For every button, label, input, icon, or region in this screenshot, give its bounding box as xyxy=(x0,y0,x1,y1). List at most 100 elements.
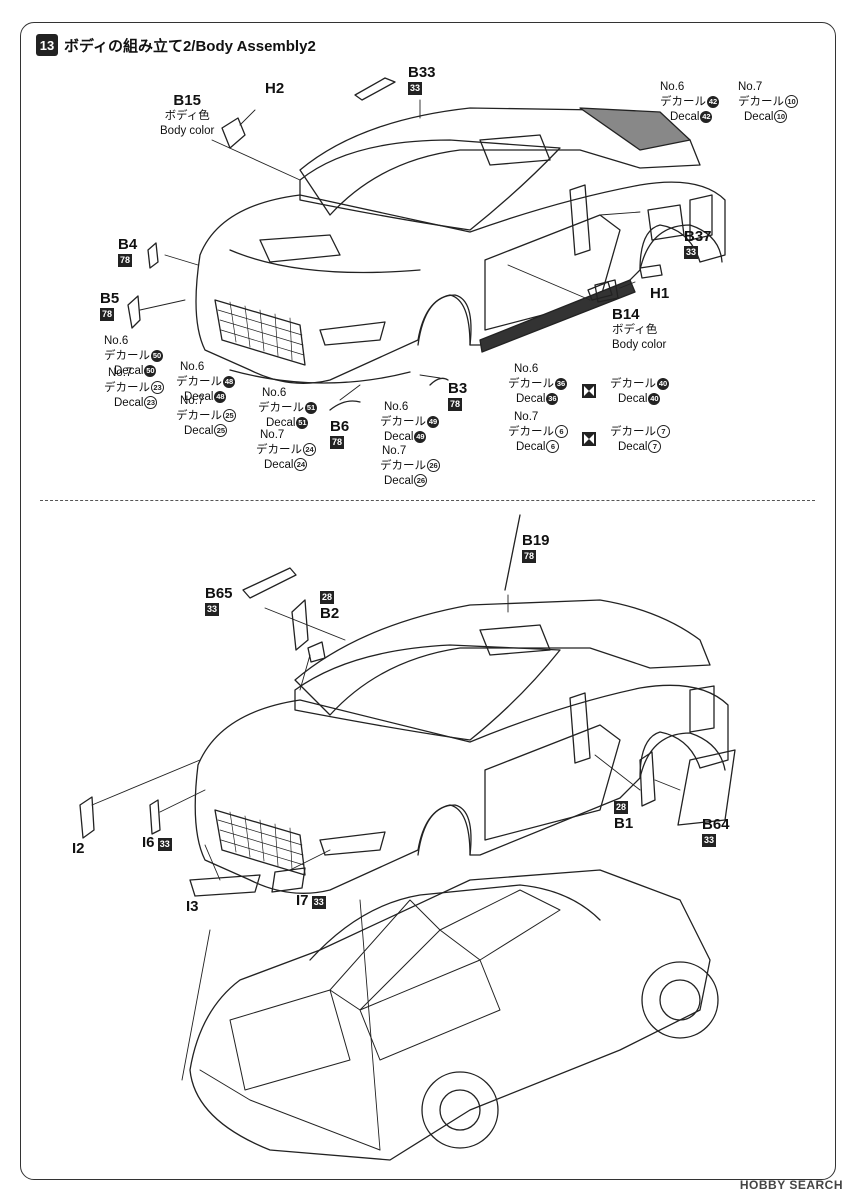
label-b14-group: B14 ボディ色 Body color xyxy=(612,306,666,353)
decal-36-num-en: 36 xyxy=(546,392,559,405)
decal-24-sheet: No.7 xyxy=(260,429,285,441)
decal-26-en: Decal xyxy=(384,475,414,487)
upper-leader-lines xyxy=(139,99,641,401)
b15-color-en: Body color xyxy=(160,125,215,137)
part-i6 xyxy=(149,799,161,835)
tag-b64: 33 xyxy=(702,834,717,847)
label-b5-group: B5 78 xyxy=(100,290,119,322)
decal-36-sheet: No.6 xyxy=(514,363,539,375)
decal-50-en: Decal xyxy=(114,365,144,377)
decal-48-num-jp: 48 xyxy=(223,375,235,388)
label-i2: I2 xyxy=(72,840,85,857)
decal-23-sheet: No.7 xyxy=(108,367,133,379)
decal-48-sheet: No.6 xyxy=(180,361,205,373)
decal-10-sheet: No.7 xyxy=(738,81,763,93)
b15-color-jp: ボディ色 xyxy=(164,110,210,122)
decal-23-num-jp: 23 xyxy=(151,381,164,395)
decal-42-jp: デカール xyxy=(660,96,706,108)
step-number-badge: 13 xyxy=(36,34,58,56)
decal-26-jp: デカール xyxy=(380,460,426,472)
decal-10-num-en: 10 xyxy=(774,110,788,124)
tag-b1: 28 xyxy=(614,801,629,814)
decal-6-num-jp: 6 xyxy=(555,425,568,439)
upper-car-body xyxy=(195,107,726,384)
mirror-symmetry-icon xyxy=(582,432,596,446)
part-b64 xyxy=(677,749,736,826)
part-b3 xyxy=(429,377,449,386)
tag-b65: 33 xyxy=(205,603,220,616)
label-b3-group: B3 78 xyxy=(448,380,467,412)
tag-b3: 78 xyxy=(448,398,463,411)
decal-23-en: Decal xyxy=(114,397,144,409)
part-b6 xyxy=(329,400,361,411)
label-b4-group: B4 78 xyxy=(118,236,137,268)
label-b19-group: B19 78 xyxy=(522,532,550,564)
decal-25-num-en: 25 xyxy=(214,424,228,438)
decal-24-jp: デカール xyxy=(256,444,302,456)
label-b64-group: B64 33 xyxy=(702,816,730,848)
decal-49-sheet: No.6 xyxy=(384,401,409,413)
decal-23-jp: デカール xyxy=(104,382,150,394)
decal-23-num-en: 23 xyxy=(144,396,158,410)
decal-48-en: Decal xyxy=(184,391,214,403)
decal-6-en: Decal xyxy=(516,441,546,453)
part-i3 xyxy=(189,874,261,897)
decal-40-num-en: 40 xyxy=(648,392,661,405)
label-h2: H2 xyxy=(265,80,285,97)
part-i7 xyxy=(271,867,306,893)
chassis xyxy=(189,869,719,1161)
decal-50-num-en: 50 xyxy=(144,364,157,377)
decal-10-num-jp: 10 xyxy=(785,95,798,109)
decal-50-jp: デカール xyxy=(104,350,150,362)
label-b65-group: B65 33 xyxy=(205,585,233,617)
decal-26-num-en: 26 xyxy=(414,474,428,488)
decal-6-jp: デカール xyxy=(508,426,554,438)
step-title: ボディの組み立て2/Body Assembly2 xyxy=(64,38,316,55)
instruction-sheet xyxy=(20,22,836,1180)
decal-26-sheet: No.7 xyxy=(382,445,407,457)
part-b5 xyxy=(127,295,141,329)
decal-25-jp: デカール xyxy=(176,410,222,422)
decal-51-num-en: 51 xyxy=(296,416,309,429)
part-b2 xyxy=(291,599,309,651)
label-i6-group: I6 33 xyxy=(142,834,172,852)
decal-10-en: Decal xyxy=(744,111,774,123)
label-i7: I7 xyxy=(296,892,309,909)
section-divider xyxy=(40,500,815,501)
decal-25-num-jp: 25 xyxy=(223,409,236,423)
decal-36-num-jp: 36 xyxy=(555,377,567,390)
decal-40-jp: デカール xyxy=(610,378,656,390)
decal-40-num-jp: 40 xyxy=(657,377,669,390)
decal-51-en: Decal xyxy=(266,417,296,429)
decal-25-sheet: No.7 xyxy=(180,395,205,407)
label-b1: B1 xyxy=(614,815,634,832)
label-b6: B6 xyxy=(330,418,350,435)
decal-24-en: Decal xyxy=(264,459,294,471)
label-b2: B2 xyxy=(320,605,340,622)
label-b37: B37 xyxy=(684,228,712,245)
decal-6-sheet: No.7 xyxy=(514,411,539,423)
tag-b37: 33 xyxy=(684,246,699,259)
decal-36-en: Decal xyxy=(516,393,546,405)
lower-car-body xyxy=(194,514,729,894)
part-b65 xyxy=(242,567,297,599)
mirror-symmetry-icon xyxy=(582,384,596,398)
label-b19: B19 xyxy=(522,532,550,549)
decal-50-sheet: No.6 xyxy=(104,335,129,347)
part-b33 xyxy=(354,77,396,101)
label-h1: H1 xyxy=(650,285,670,302)
decal-25-en: Decal xyxy=(184,425,214,437)
lower-leader-lines xyxy=(91,594,681,1151)
label-b2-group: 28 B2 xyxy=(320,590,339,622)
decal-7-jp: デカール xyxy=(610,426,656,438)
